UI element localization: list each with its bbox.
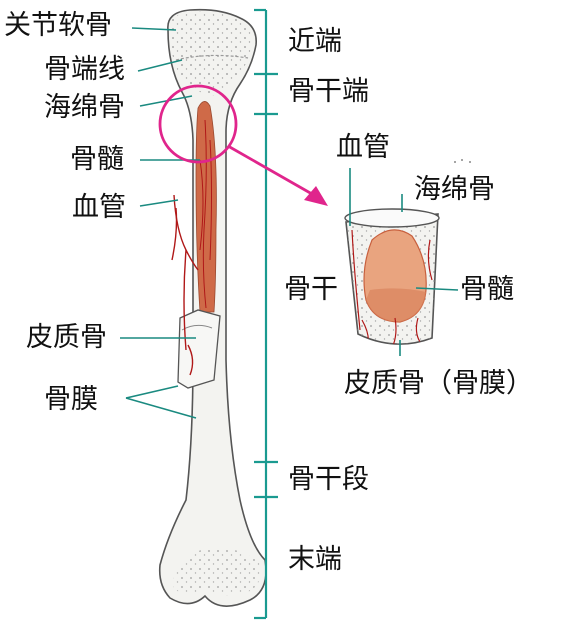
label-metaphysis-proximal: 骨干端 <box>288 76 369 107</box>
label-distal-end: 末端 <box>288 544 342 575</box>
detail-leader-lines <box>349 168 459 356</box>
external-blood-vessel <box>171 194 199 376</box>
magnify-indicator <box>158 84 328 206</box>
label-detail-cortical-periosteum: 皮质骨（骨膜） <box>344 368 533 399</box>
epiphyseal-line-mark <box>175 54 249 61</box>
label-bone-marrow: 骨髓 <box>70 144 124 175</box>
label-detail-spongy-bone: 海绵骨 <box>414 174 495 205</box>
label-cortical-bone: 皮质骨 <box>26 322 107 353</box>
label-detail-bone-marrow: 骨髓 <box>460 274 514 305</box>
label-epiphyseal-line: 骨端线 <box>44 54 125 85</box>
label-proximal-end: 近端 <box>288 26 342 57</box>
label-metaphysis-distal: 骨干段 <box>288 464 369 495</box>
label-diaphysis: 骨干 <box>284 274 338 305</box>
proximal-spongy-region <box>169 11 253 97</box>
label-detail-blood-vessel: 血管 <box>336 132 390 163</box>
decor-dots <box>454 159 471 163</box>
distal-spongy-region <box>173 547 262 596</box>
cortical-cutaway <box>177 309 221 389</box>
region-bracket <box>254 8 278 620</box>
bone-marrow-cavity <box>195 101 217 313</box>
bone-cross-section-detail <box>344 208 440 345</box>
label-blood-vessel: 血管 <box>72 192 126 223</box>
marrow-vessels <box>199 119 212 309</box>
leader-lines <box>120 27 200 419</box>
label-articular-cartilage: 关节软骨 <box>4 10 112 41</box>
detail-top-face <box>344 208 440 228</box>
label-periosteum: 骨膜 <box>44 384 98 415</box>
label-spongy-bone: 海绵骨 <box>44 92 125 123</box>
long-bone <box>158 8 267 607</box>
